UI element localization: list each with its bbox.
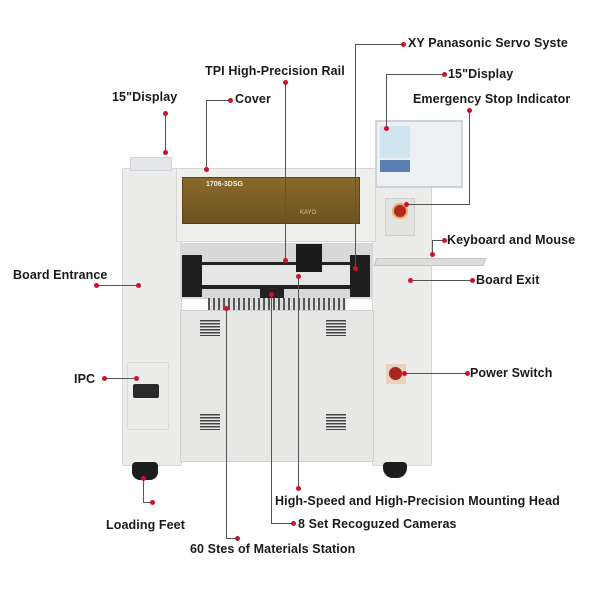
vent — [326, 414, 346, 430]
monitor-screen-tiles — [380, 160, 410, 172]
leader-display-right — [386, 74, 387, 129]
label-mounting-head: High-Speed and High-Precision Mounting H… — [275, 494, 560, 508]
label-xy-servo: XY Panasonic Servo Syste — [408, 36, 568, 50]
feeder-bank — [208, 298, 346, 312]
leader-xy-servo — [355, 44, 356, 269]
marker-mounting-head-target — [296, 274, 301, 279]
leader-keyboard-h — [432, 240, 444, 241]
marker-materials-target — [224, 306, 229, 311]
label-display-left: 15"Display — [112, 90, 178, 104]
marker-cover-target — [204, 167, 209, 172]
model-text: 1706-3DSG — [206, 181, 243, 188]
marker-estop — [467, 108, 472, 113]
marker-ipc-target — [134, 376, 139, 381]
label-tpi-rail: TPI High-Precision Rail — [205, 64, 345, 78]
marker-display-left — [163, 111, 168, 116]
cover-window — [182, 177, 360, 224]
leader-ipc — [105, 378, 137, 379]
leader-cameras-h — [271, 523, 293, 524]
leader-loading-feet — [143, 478, 144, 502]
marker-tpi-rail — [283, 80, 288, 85]
marker-cover — [228, 98, 233, 103]
estop-button — [392, 203, 408, 219]
left-tower — [122, 168, 182, 466]
gantry-left-block — [182, 255, 202, 297]
label-emergency-stop: Emergency Stop Indicator — [413, 92, 571, 106]
marker-xy-servo — [401, 42, 406, 47]
label-cameras: 8 Set Recoguzed Cameras — [298, 517, 457, 531]
foot-left — [132, 462, 158, 480]
leader-board-entrance — [97, 285, 139, 286]
marker-board-entrance — [94, 283, 99, 288]
monitor-screen-left — [380, 126, 410, 158]
leader-estop — [469, 110, 470, 205]
marker-board-exit-target — [408, 278, 413, 283]
leader-display-right-h — [386, 74, 444, 75]
label-keyboard-mouse: Keyboard and Mouse — [447, 233, 576, 247]
marker-mounting-head — [296, 486, 301, 491]
marker-keyboard — [442, 238, 447, 243]
marker-cameras — [291, 521, 296, 526]
leader-materials-h — [226, 538, 237, 539]
leader-cameras — [271, 294, 272, 523]
leader-board-exit — [411, 280, 473, 281]
leader-display-left — [165, 113, 166, 151]
marker-tpi-rail-target — [283, 258, 288, 263]
leader-xy-servo-h — [355, 44, 403, 45]
ipc-port — [133, 384, 159, 398]
ipc-panel — [127, 362, 169, 430]
label-ipc: IPC — [74, 372, 96, 386]
label-loading-feet: Loading Feet — [106, 518, 185, 532]
marker-cameras-target — [269, 292, 274, 297]
marker-estop-target — [404, 202, 409, 207]
marker-xy-servo-target — [353, 266, 358, 271]
leader-mounting-head — [298, 276, 299, 488]
marker-board-exit — [470, 278, 475, 283]
leader-estop-h — [407, 204, 470, 205]
left-display — [130, 157, 172, 171]
gantry-right-block — [350, 255, 370, 297]
marker-display-right — [442, 72, 447, 77]
marker-board-entrance-target — [136, 283, 141, 288]
leader-power — [405, 373, 467, 374]
leader-loading-feet-h — [143, 502, 152, 503]
foot-right — [383, 462, 407, 478]
vent — [200, 320, 220, 336]
vent — [326, 320, 346, 336]
marker-display-right-target — [384, 126, 389, 131]
power-knob — [389, 367, 402, 380]
marker-display-left-target — [163, 150, 168, 155]
brand-text: KAYO — [300, 210, 317, 216]
label-materials-station: 60 Stes of Materials Station — [190, 542, 356, 556]
label-cover: Cover — [235, 92, 271, 106]
marker-loading-feet — [150, 500, 155, 505]
gantry-rail — [182, 262, 370, 289]
label-board-exit: Board Exit — [476, 273, 540, 287]
marker-loading-feet-target — [141, 476, 146, 481]
vent — [200, 414, 220, 430]
keyboard-tray — [373, 258, 487, 266]
label-power-switch: Power Switch — [470, 366, 553, 380]
leader-cover — [206, 100, 207, 170]
leader-materials — [226, 308, 227, 538]
leader-tpi-rail — [285, 82, 286, 260]
marker-materials — [235, 536, 240, 541]
marker-power — [465, 371, 470, 376]
label-board-entrance: Board Entrance — [13, 268, 108, 282]
marker-power-target — [402, 371, 407, 376]
head-block — [296, 244, 322, 272]
label-display-right: 15"Display — [448, 67, 514, 81]
leader-keyboard — [432, 240, 433, 254]
leader-cover-h — [206, 100, 230, 101]
marker-ipc — [102, 376, 107, 381]
marker-keyboard-target — [430, 252, 435, 257]
